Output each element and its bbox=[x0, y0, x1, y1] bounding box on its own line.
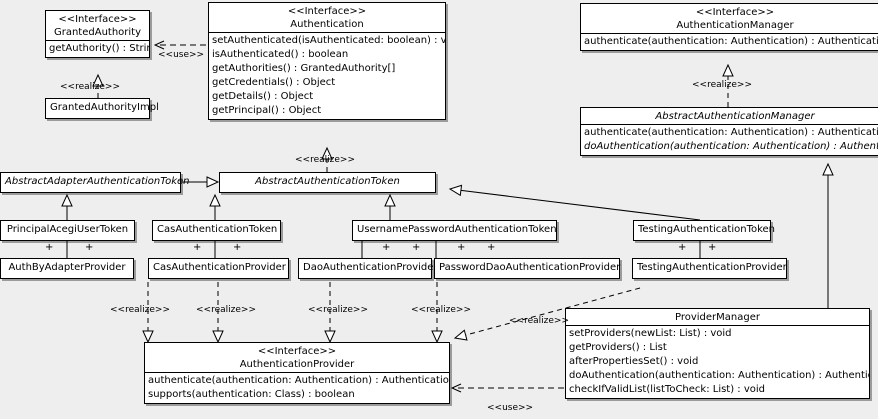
class-testing-authentication-provider[interactable]: TestingAuthenticationProvider bbox=[632, 258, 787, 279]
multiplicity-marker: + bbox=[193, 242, 202, 253]
edge-label-realize-passworddao: <<realize>> bbox=[411, 305, 471, 315]
class-name-label: CasAuthenticationToken bbox=[157, 224, 278, 235]
class-password-dao-authentication-provider[interactable]: PasswordDaoAuthenticationProvider bbox=[434, 258, 620, 279]
edge-label-use-authentication-grantedauthority: <<use>> bbox=[158, 50, 205, 60]
class-provider-manager[interactable]: ProviderManager setProviders(newList: Li… bbox=[565, 308, 870, 399]
multiplicity-marker: + bbox=[708, 242, 717, 253]
operations-compartment: authenticate(authentication: Authenticat… bbox=[581, 125, 878, 155]
class-abstract-authentication-manager[interactable]: AbstractAuthenticationManager authentica… bbox=[580, 107, 878, 156]
multiplicity-marker: + bbox=[457, 242, 466, 253]
class-name-label: PasswordDaoAuthenticationProvider bbox=[439, 262, 621, 273]
operation-row: afterPropertiesSet() : void bbox=[569, 356, 699, 367]
class-name-label: CasAuthenticationProvider bbox=[153, 262, 286, 273]
stereotype-label: <<Interface>> bbox=[58, 14, 137, 25]
divider bbox=[566, 325, 869, 326]
class-auth-by-adapter-provider[interactable]: AuthByAdapterProvider bbox=[0, 258, 134, 279]
stereotype-label: <<Interface>> bbox=[257, 346, 337, 357]
class-name-label: AbstractAdapterAuthenticationToken bbox=[5, 176, 190, 187]
divider bbox=[46, 40, 149, 41]
operation-row: getAuthority() : String bbox=[49, 43, 149, 54]
divider bbox=[209, 32, 445, 33]
edge-label-realize-authbyadapter: <<realize>> bbox=[110, 305, 170, 315]
edge-label-realize-abstractauthenticationtoken: <<realize>> bbox=[295, 155, 355, 165]
class-name-label: AuthenticationProvider bbox=[239, 359, 355, 370]
divider bbox=[145, 372, 449, 373]
multiplicity-marker: + bbox=[233, 242, 242, 253]
operation-row: doAuthentication(authentication: Authent… bbox=[569, 370, 869, 381]
operations-compartment: getAuthority() : String bbox=[46, 41, 149, 57]
multiplicity-marker: + bbox=[678, 242, 687, 253]
class-name-label: TestingAuthenticationProvider bbox=[637, 262, 787, 273]
edge-label-realize-cas: <<realize>> bbox=[196, 305, 256, 315]
class-name-label: UsernamePasswordAuthenticationToken bbox=[357, 224, 557, 235]
class-granted-authority-impl[interactable]: GrantedAuthorityImpl bbox=[45, 98, 159, 119]
stereotype-label: <<Interface>> bbox=[287, 6, 367, 17]
class-authentication-manager[interactable]: <<Interface>> AuthenticationManager auth… bbox=[580, 3, 878, 51]
class-username-password-authentication-token[interactable]: UsernamePasswordAuthenticationToken bbox=[352, 220, 557, 241]
class-header: <<Interface>> AuthenticationProvider bbox=[145, 343, 449, 372]
class-name-label: AbstractAuthenticationToken bbox=[255, 176, 400, 187]
class-name-label: ProviderManager bbox=[674, 312, 760, 323]
class-authentication-provider[interactable]: <<Interface>> AuthenticationProvider aut… bbox=[144, 342, 450, 404]
edge-label-realize-grantedauthorityimpl: <<realize>> bbox=[60, 82, 120, 92]
class-header: <<Interface>> Authentication bbox=[209, 3, 445, 32]
class-header: ProviderManager bbox=[566, 309, 869, 325]
operation-row: supports(authentication: Class) : boolea… bbox=[148, 389, 355, 400]
class-authentication[interactable]: <<Interface>> Authentication setAuthenti… bbox=[208, 2, 446, 120]
operation-row: setProviders(newList: List) : void bbox=[569, 328, 732, 339]
class-abstract-adapter-authentication-token[interactable]: AbstractAdapterAuthenticationToken bbox=[0, 172, 190, 193]
operations-compartment: setAuthenticated(isAuthenticated: boolea… bbox=[209, 33, 445, 119]
class-name-label: GrantedAuthority bbox=[53, 27, 142, 38]
stereotype-label: <<Interface>> bbox=[695, 7, 775, 18]
divider bbox=[581, 124, 878, 125]
class-name-label: TestingAuthenticationToken bbox=[638, 224, 776, 235]
operations-compartment: authenticate(authentication: Authenticat… bbox=[145, 373, 449, 403]
multiplicity-marker: + bbox=[412, 242, 421, 253]
class-granted-authority[interactable]: <<Interface>> GrantedAuthority getAuthor… bbox=[45, 10, 150, 58]
operations-compartment: setProviders(newList: List) : void getPr… bbox=[566, 326, 869, 398]
multiplicity-marker: + bbox=[382, 242, 391, 253]
class-header: <<Interface>> GrantedAuthority bbox=[46, 11, 149, 40]
class-name-label: AuthByAdapterProvider bbox=[8, 262, 126, 273]
class-abstract-authentication-token[interactable]: AbstractAuthenticationToken bbox=[219, 172, 436, 193]
operations-compartment: authenticate(authentication: Authenticat… bbox=[581, 34, 878, 50]
operation-row: getDetails() : Object bbox=[212, 91, 314, 102]
operation-row: setAuthenticated(isAuthenticated: boolea… bbox=[212, 35, 445, 46]
class-header: <<Interface>> AuthenticationManager bbox=[581, 4, 878, 33]
operation-row: authenticate(authentication: Authenticat… bbox=[584, 36, 878, 47]
class-name-label: AuthenticationManager bbox=[676, 20, 794, 31]
edge-label-realize-authenticationmanager: <<realize>> bbox=[692, 80, 752, 90]
edge-label-realize-testing: <<realize>> bbox=[509, 316, 569, 326]
class-name-label: PrincipalAcegiUserToken bbox=[6, 224, 129, 235]
operation-row: getCredentials() : Object bbox=[212, 77, 336, 88]
divider bbox=[581, 33, 878, 34]
class-principal-acegi-user-token[interactable]: PrincipalAcegiUserToken bbox=[0, 220, 135, 241]
edge-label-realize-dao: <<realize>> bbox=[308, 305, 368, 315]
class-cas-authentication-provider[interactable]: CasAuthenticationProvider bbox=[148, 258, 289, 279]
operation-row: getPrincipal() : Object bbox=[212, 105, 322, 116]
class-cas-authentication-token[interactable]: CasAuthenticationToken bbox=[152, 220, 281, 241]
operation-row: authenticate(authentication: Authenticat… bbox=[148, 375, 449, 386]
class-name-label: Authentication bbox=[290, 19, 364, 30]
multiplicity-marker: + bbox=[487, 242, 496, 253]
class-header: AbstractAuthenticationManager bbox=[581, 108, 878, 124]
multiplicity-marker: + bbox=[45, 242, 54, 253]
class-name-label: GrantedAuthorityImpl bbox=[50, 102, 159, 113]
operation-row: getAuthorities() : GrantedAuthority[] bbox=[212, 63, 396, 74]
operation-row: getProviders() : List bbox=[569, 342, 667, 353]
operation-row: doAuthentication(authentication: Authent… bbox=[584, 141, 878, 152]
operation-row: authenticate(authentication: Authenticat… bbox=[584, 127, 878, 138]
edge-label-use-providermanager-authenticationprovider: <<use>> bbox=[487, 403, 534, 413]
operation-row: checkIfValidList(listToCheck: List) : vo… bbox=[569, 384, 766, 395]
class-testing-authentication-token[interactable]: TestingAuthenticationToken bbox=[633, 220, 776, 241]
class-name-label: DaoAuthenticationProvider bbox=[303, 262, 438, 273]
class-dao-authentication-provider[interactable]: DaoAuthenticationProvider bbox=[298, 258, 438, 279]
class-name-label: AbstractAuthenticationManager bbox=[655, 111, 815, 122]
multiplicity-marker: + bbox=[85, 242, 94, 253]
operation-row: isAuthenticated() : boolean bbox=[212, 49, 349, 60]
